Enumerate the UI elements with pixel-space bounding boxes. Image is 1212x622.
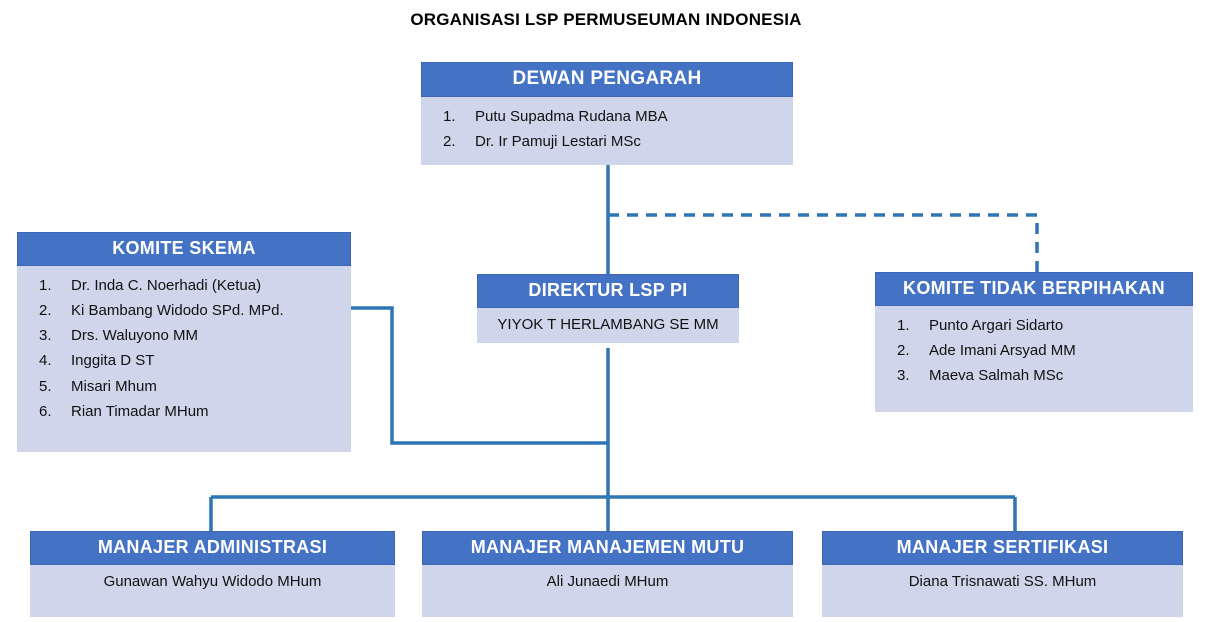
node-komite-tidak-berpihakan[interactable]: KOMITE TIDAK BERPIHAKAN Punto Argari Sid… xyxy=(875,272,1193,412)
list-item: Rian Timadar MHum xyxy=(39,400,209,423)
node-manajer-manajemen-mutu-person: Ali Junaedi MHum xyxy=(422,564,793,617)
list-item: Punto Argari Sidarto xyxy=(897,314,1064,337)
node-komite-skema-body: Dr. Inda C. Noerhadi (Ketua) Ki Bambang … xyxy=(17,265,351,452)
node-dewan-pengarah-title: DEWAN PENGARAH xyxy=(421,62,793,97)
list-item: Dr. Inda C. Noerhadi (Ketua) xyxy=(39,274,262,297)
node-manajer-sertifikasi-person: Diana Trisnawati SS. MHum xyxy=(822,564,1183,617)
list-item: Ki Bambang Widodo SPd. MPd. xyxy=(39,299,284,322)
node-manajer-sertifikasi-title: MANAJER SERTIFIKASI xyxy=(822,531,1183,565)
node-manajer-administrasi[interactable]: MANAJER ADMINISTRASI Gunawan Wahyu Widod… xyxy=(30,531,395,617)
node-manajer-administrasi-person: Gunawan Wahyu Widodo MHum xyxy=(30,564,395,617)
node-direktur-person: YIYOK T HERLAMBANG SE MM xyxy=(477,307,739,343)
list-item: Drs. Waluyono MM xyxy=(39,324,198,347)
member-list: Dr. Inda C. Noerhadi (Ketua) Ki Bambang … xyxy=(27,273,341,425)
list-item: Maeva Salmah MSc xyxy=(897,364,1064,387)
node-komite-skema-title: KOMITE SKEMA xyxy=(17,232,351,266)
node-direktur-title: DIREKTUR LSP PI xyxy=(477,274,739,308)
member-list: Putu Supadma Rudana MBA Dr. Ir Pamuji Le… xyxy=(431,104,783,155)
node-manajer-manajemen-mutu-title: MANAJER MANAJEMEN MUTU xyxy=(422,531,793,565)
node-komite-tidak-berpihakan-title: KOMITE TIDAK BERPIHAKAN xyxy=(875,272,1193,306)
node-dewan-pengarah-body: Putu Supadma Rudana MBA Dr. Ir Pamuji Le… xyxy=(421,96,793,165)
member-list: Punto Argari Sidarto Ade Imani Arsyad MM… xyxy=(885,313,1183,389)
node-manajer-sertifikasi[interactable]: MANAJER SERTIFIKASI Diana Trisnawati SS.… xyxy=(822,531,1183,617)
list-item: Putu Supadma Rudana MBA xyxy=(443,105,668,128)
list-item: Dr. Ir Pamuji Lestari MSc xyxy=(443,130,641,153)
page-title: ORGANISASI LSP PERMUSEUMAN INDONESIA xyxy=(410,10,802,29)
node-manajer-administrasi-title: MANAJER ADMINISTRASI xyxy=(30,531,395,565)
node-manajer-manajemen-mutu[interactable]: MANAJER MANAJEMEN MUTU Ali Junaedi MHum xyxy=(422,531,793,617)
list-item: Inggita D ST xyxy=(39,349,155,372)
list-item: Misari Mhum xyxy=(39,375,157,398)
list-item: Ade Imani Arsyad MM xyxy=(897,339,1076,362)
node-komite-tidak-berpihakan-body: Punto Argari Sidarto Ade Imani Arsyad MM… xyxy=(875,305,1193,412)
node-dewan-pengarah[interactable]: DEWAN PENGARAH Putu Supadma Rudana MBA D… xyxy=(421,62,793,165)
connector-dewan-to-komite-tidak-berpihakan xyxy=(608,213,1039,272)
node-direktur-lsp-pi[interactable]: DIREKTUR LSP PI YIYOK T HERLAMBANG SE MM xyxy=(477,274,739,343)
node-komite-skema[interactable]: KOMITE SKEMA Dr. Inda C. Noerhadi (Ketua… xyxy=(17,232,351,452)
